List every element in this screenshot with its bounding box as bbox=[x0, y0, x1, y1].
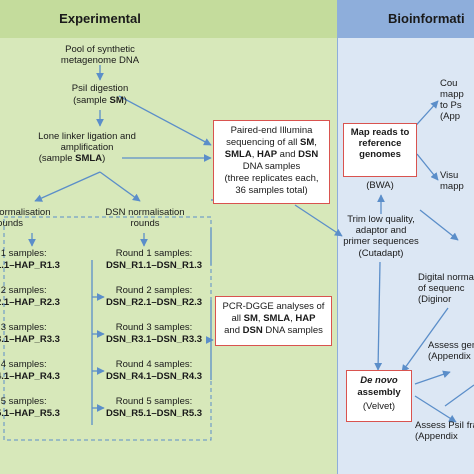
experimental-panel bbox=[0, 0, 337, 474]
dsn-round-title: Round 1 samples: bbox=[115, 248, 193, 259]
dsn-round-range: DSN_R4.1–DSN_R4.3 bbox=[105, 371, 203, 382]
hap-round-title: l 4 samples: bbox=[0, 359, 47, 370]
illumina-smla: SMLA bbox=[224, 149, 252, 160]
pcr-comma2: , bbox=[290, 313, 296, 324]
hap-round-title: l 5 samples: bbox=[0, 396, 47, 407]
assess-gen-label: Assess gen (Appendix bbox=[428, 340, 474, 362]
dsn-round-title: Round 2 samples: bbox=[115, 285, 193, 296]
pcr-sm: SM bbox=[243, 313, 258, 324]
psil-label: PsiI digestion bbox=[71, 83, 129, 94]
de-novo-assembly: assembly bbox=[357, 387, 401, 398]
illumina-comma2: , bbox=[251, 149, 257, 160]
pcr-hap: HAP bbox=[295, 313, 316, 324]
psil-sample-suffix: ) bbox=[123, 95, 127, 106]
de-novo-title: De novo bbox=[360, 375, 398, 386]
dsn-normalisation-label: DSN normalisation rounds bbox=[105, 207, 185, 229]
psil-sample-prefix: (sample bbox=[73, 95, 110, 106]
experimental-header bbox=[0, 0, 337, 38]
dsn-round-range: DSN_R1.1–DSN_R1.3 bbox=[105, 260, 203, 271]
digital-label: Digital norma of sequenc (Diginor bbox=[418, 272, 474, 305]
illumina-line2: sequencing of all SM, bbox=[214, 137, 329, 148]
hap-round-range: 1.1–HAP_R1.3 bbox=[0, 260, 60, 271]
illumina-line5: (three replicates each, bbox=[224, 173, 319, 184]
visual-label: Visu mapp bbox=[440, 170, 464, 192]
pcr-line2: all SM, SMLA, HAP bbox=[216, 313, 331, 324]
bioinformatics-header bbox=[337, 0, 474, 38]
illumina-line6: 36 samples total) bbox=[235, 185, 308, 196]
pcr-line3-text: and bbox=[224, 325, 243, 336]
pcr-line3: and DSN DNA samples bbox=[216, 325, 331, 336]
illumina-line1: Paired-end Illumina bbox=[230, 125, 313, 136]
map-reads-label: Map reads to reference genomes bbox=[350, 127, 410, 160]
trim-label: Trim low quality, adaptor and primer seq… bbox=[343, 214, 419, 247]
hap-normalisation-label: normalisation rounds bbox=[0, 207, 51, 229]
dsn-round-range: DSN_R5.1–DSN_R5.3 bbox=[105, 408, 203, 419]
de-novo-box: De novo assembly (Velvet) bbox=[346, 370, 412, 422]
pool-label: Pool of synthetic metagenome DNA bbox=[60, 44, 140, 66]
map-reads-box: Map reads to reference genomes bbox=[343, 123, 417, 177]
illumina-line2-text: sequencing of all bbox=[226, 137, 301, 148]
trim-tool: (Cutadapt) bbox=[358, 248, 404, 259]
dsn-round-title: Round 4 samples: bbox=[115, 359, 193, 370]
linker-sample: (sample SMLA) bbox=[22, 153, 122, 164]
de-novo-tool: (Velvet) bbox=[362, 401, 396, 412]
illumina-sequencing-box: Paired-end Illumina sequencing of all SM… bbox=[213, 120, 330, 204]
pcr-dsn: DSN bbox=[242, 325, 263, 336]
map-reads-tool: (BWA) bbox=[366, 180, 394, 191]
psil-sample-code: SM bbox=[109, 95, 124, 106]
linker-sample-code: SMLA bbox=[75, 153, 103, 164]
illumina-and: and bbox=[277, 149, 299, 160]
count-label: Cou mapp to Ps (App bbox=[440, 78, 464, 122]
pcr-comma: , bbox=[257, 313, 264, 324]
psil-sample: (sample SM) bbox=[38, 95, 162, 106]
pcr-line1: PCR-DGGE analyses of bbox=[222, 301, 325, 312]
illumina-dsn: DSN bbox=[298, 149, 319, 160]
hap-round-title: l 1 samples: bbox=[0, 248, 47, 259]
illumina-hap: HAP bbox=[256, 149, 278, 160]
linker-sample-prefix: (sample bbox=[38, 153, 76, 164]
assess-psil-label: Assess PsiI fra (Appendix bbox=[415, 420, 474, 442]
illumina-comma1: , bbox=[314, 137, 317, 148]
dsn-round-range: DSN_R2.1–DSN_R2.3 bbox=[105, 297, 203, 308]
linker-label: Lone linker ligation and amplification bbox=[38, 131, 136, 153]
illumina-sm: SM bbox=[300, 137, 315, 148]
linker-sample-suffix: ) bbox=[102, 153, 106, 164]
pcr-line2-text: all bbox=[231, 313, 244, 324]
bioinformatics-title: Bioinformati bbox=[388, 11, 465, 26]
experimental-title: Experimental bbox=[59, 11, 141, 26]
hap-round-range: 2.1–HAP_R2.3 bbox=[0, 297, 60, 308]
hap-round-range: 3.1–HAP_R3.3 bbox=[0, 334, 60, 345]
dsn-round-title: Round 3 samples: bbox=[115, 322, 193, 333]
pcr-dgge-box: PCR-DGGE analyses of all SM, SMLA, HAP a… bbox=[215, 296, 332, 346]
dsn-round-title: Round 5 samples: bbox=[115, 396, 193, 407]
pcr-line3-suffix: DNA samples bbox=[262, 325, 323, 336]
pcr-smla: SMLA bbox=[263, 313, 291, 324]
illumina-line3: SMLA, HAP and DSN bbox=[214, 149, 329, 160]
dsn-round-range: DSN_R3.1–DSN_R3.3 bbox=[105, 334, 203, 345]
illumina-line4: DNA samples bbox=[242, 161, 301, 172]
hap-round-title: l 3 samples: bbox=[0, 322, 47, 333]
hap-round-title: l 2 samples: bbox=[0, 285, 47, 296]
hap-round-range: 5.1–HAP_R5.3 bbox=[0, 408, 60, 419]
hap-round-range: 4.1–HAP_R4.3 bbox=[0, 371, 60, 382]
